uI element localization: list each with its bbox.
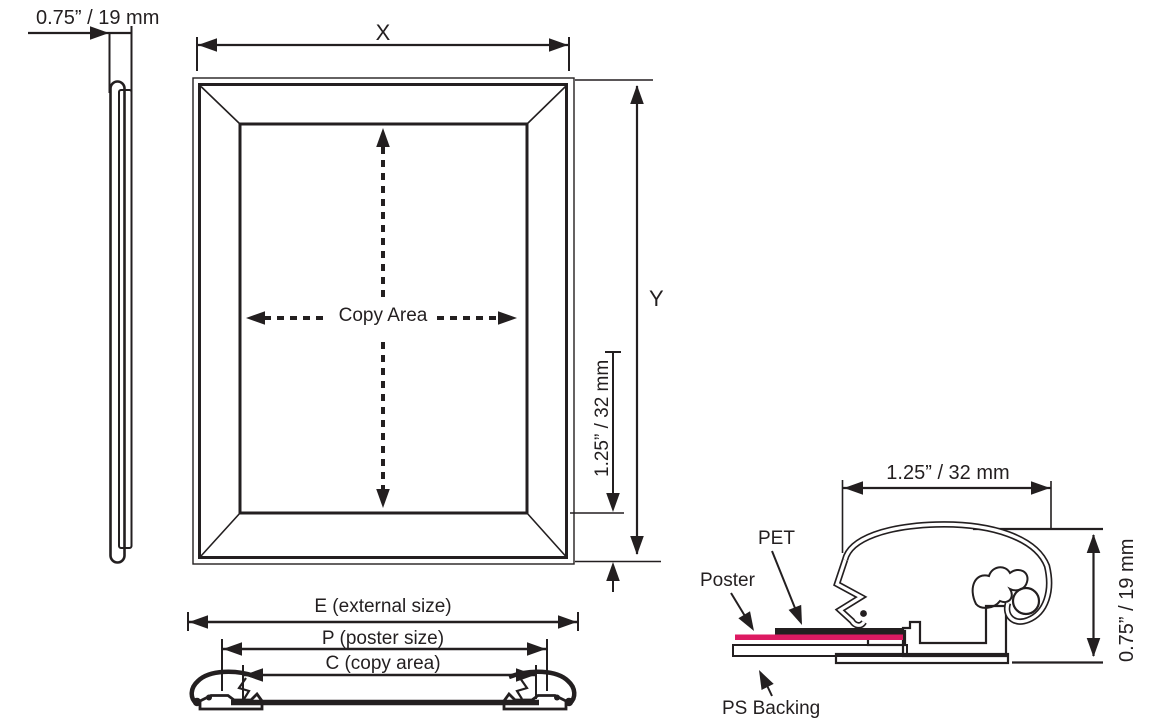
frame-copy-area-opening (238, 122, 529, 515)
detail-height-dimension-label: 0.75” / 19 mm (1116, 539, 1138, 662)
frame-outer-edge (198, 83, 568, 559)
side-profile-view: 0.75” / 19 mm (28, 7, 159, 564)
clip-base (198, 691, 264, 711)
frame-miter-joints (200, 85, 567, 557)
width-extension-lines (196, 37, 570, 71)
dimension-arrowhead (630, 536, 644, 555)
section-end-clip-left (189, 669, 264, 711)
poster-extension-lines (221, 639, 548, 691)
dimension-arrowhead (1086, 638, 1101, 657)
dimension-arrowhead (1031, 481, 1050, 495)
copy-area-indicator: Copy Area (246, 128, 517, 508)
height-extension-lines (575, 79, 661, 563)
dimension-arrowhead (606, 562, 620, 581)
width-dimension-label: X (376, 20, 391, 45)
frame-outer-outline (192, 77, 575, 565)
side-frame-profile (109, 80, 126, 564)
dimension-arrowhead (376, 489, 390, 508)
pet-label: PET (758, 528, 795, 549)
dimension-arrowhead (223, 642, 242, 656)
detail-width-dimension-label: 1.25” / 32 mm (886, 462, 1009, 484)
dimension-arrowhead (189, 615, 208, 629)
side-depth-extension-lines (108, 26, 133, 93)
profile-detail-view: 1.25” / 32 mm 0.75” / 19 mm PET Post (700, 462, 1138, 719)
dimension-arrowhead (198, 38, 217, 52)
border-dimension-label: 1.25” / 32 mm (592, 360, 613, 477)
pet-label-arrow-line (771, 550, 800, 619)
dimension-arrowhead (606, 493, 620, 512)
clip-arm (508, 669, 577, 705)
dimension-arrowhead (498, 311, 517, 325)
dimension-arrowhead (1086, 534, 1101, 553)
dimension-arrowhead (527, 642, 546, 656)
dimension-arrowhead (630, 85, 644, 104)
section-end-clip-right (502, 669, 577, 711)
clip-arm (189, 669, 258, 705)
profile-base-plate (834, 652, 1010, 665)
dimension-arrowhead (752, 666, 774, 691)
poster-layer (735, 634, 903, 640)
dimension-arrowhead (558, 615, 577, 629)
ps-backing-layer (732, 644, 908, 657)
poster-size-label: P (poster size) (322, 628, 444, 649)
profile-base-body (901, 604, 1008, 658)
dimension-arrowhead (738, 611, 760, 635)
pet-layer (775, 628, 903, 635)
dimension-arrowhead (376, 128, 390, 147)
snap-arm-core (843, 522, 1051, 624)
clip-zigzag (515, 677, 529, 700)
external-size-label: E (external size) (314, 596, 451, 617)
clip-zigzag (237, 677, 251, 700)
section-size-view: E (external size) P (poster size) C (cop… (187, 596, 579, 711)
copy-size-label: C (copy area) (325, 653, 440, 674)
dimension-arrowhead (549, 38, 568, 52)
copy-area-label: Copy Area (339, 305, 428, 326)
hinge-socket (971, 566, 1029, 609)
front-view: X Y Copy Area 1.25” / 32 mm (192, 20, 664, 592)
frame-border-dimension: 1.25” / 32 mm (570, 351, 624, 592)
border-dimension-line (605, 351, 621, 494)
clip-base (502, 691, 568, 711)
snap-arm-clamp-core (835, 559, 866, 627)
ps-backing-label: PS Backing (722, 698, 820, 719)
dimension-arrowhead (788, 604, 809, 628)
hinge-ball (1011, 586, 1041, 616)
dimension-arrowhead (246, 311, 265, 325)
poster-label: Poster (700, 570, 756, 591)
dimension-arrowhead (844, 481, 863, 495)
side-depth-dimension-label: 0.75” / 19 mm (36, 7, 159, 29)
height-dimension-label: Y (649, 286, 664, 311)
clamp-grip-dot (860, 610, 867, 617)
